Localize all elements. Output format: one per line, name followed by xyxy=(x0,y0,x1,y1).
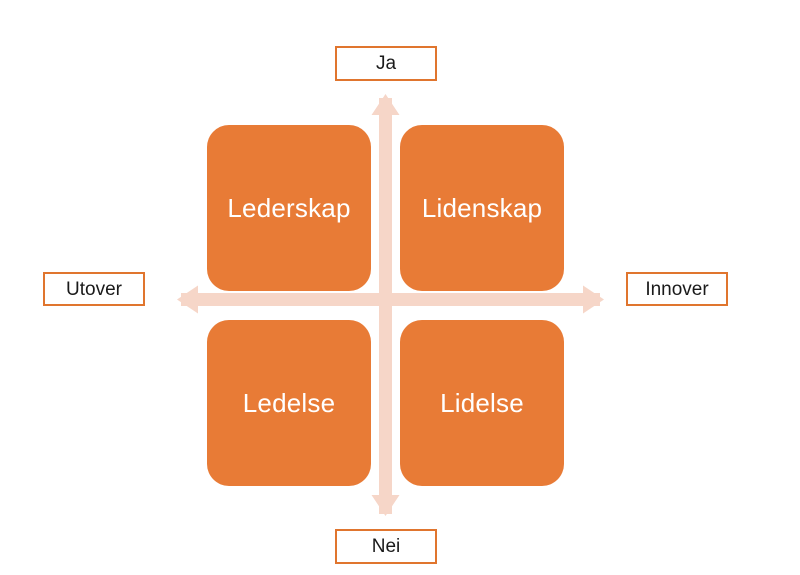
axis-label-right-text: Innover xyxy=(645,278,709,300)
quadrant-bottom-right[interactable]: Lidelse xyxy=(400,320,564,486)
quadrant-top-right[interactable]: Lidenskap xyxy=(400,125,564,291)
axis-label-top[interactable]: Ja xyxy=(335,46,437,81)
quadrant-label-lidelse: Lidelse xyxy=(440,387,524,418)
quadrant-top-left[interactable]: Lederskap xyxy=(207,125,371,291)
axis-label-top-text: Ja xyxy=(375,53,397,74)
axis-label-bottom-text: Nei xyxy=(371,536,401,557)
quadrant-label-ledelse: Ledelse xyxy=(242,387,336,418)
axis-label-left-text: Utover xyxy=(66,278,122,300)
quadrant-label-lederskap: Lederskap xyxy=(227,192,351,223)
axis-label-left[interactable]: Utover xyxy=(43,272,145,306)
axis-label-right[interactable]: Innover xyxy=(626,272,728,306)
quadrant-bottom-left[interactable]: Ledelse xyxy=(207,320,371,486)
horizontal-axis-arrow xyxy=(177,285,604,314)
quadrant-label-lidenskap: Lidenskap xyxy=(421,192,543,223)
axis-label-bottom[interactable]: Nei xyxy=(335,529,437,564)
